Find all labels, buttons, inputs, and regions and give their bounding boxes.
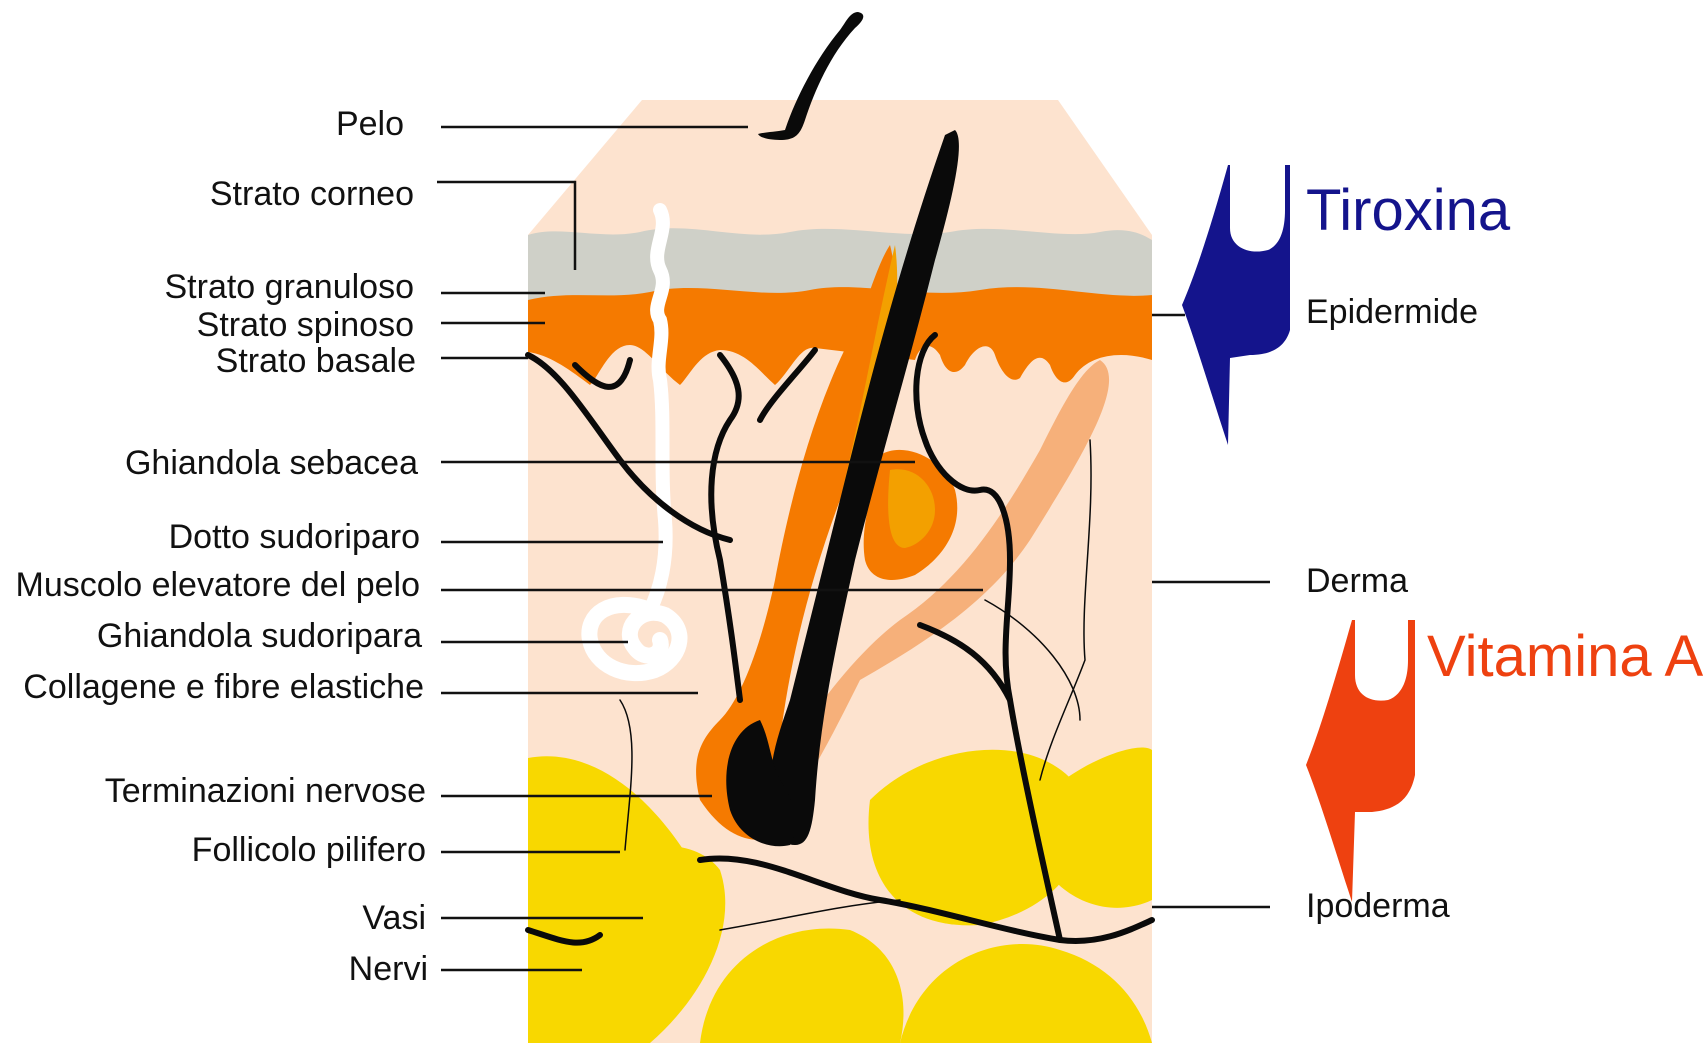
label-follicolo-pilifero: Follicolo pilifero [192, 831, 426, 869]
label-collagene: Collagene e fibre elastiche [23, 668, 424, 706]
left-labels: Pelo Strato corneo Strato granuloso Stra… [16, 105, 428, 988]
label-pelo: Pelo [336, 105, 404, 143]
label-epidermide: Epidermide [1306, 293, 1478, 331]
tiroxina-arrow [1182, 165, 1290, 445]
label-nervi: Nervi [349, 950, 428, 988]
label-strato-granuloso: Strato granuloso [165, 268, 415, 306]
label-ghiandola-sudoripara: Ghiandola sudoripara [97, 617, 422, 655]
label-ghiandola-sebacea: Ghiandola sebacea [125, 444, 418, 482]
label-vasi: Vasi [362, 899, 426, 937]
label-strato-corneo: Strato corneo [210, 175, 414, 213]
label-derma: Derma [1306, 562, 1408, 600]
leader-lines-right [1152, 315, 1270, 907]
vitamina-a-arrow [1306, 620, 1415, 902]
label-dotto-sudoriparo: Dotto sudoriparo [169, 518, 420, 556]
label-tiroxina: Tiroxina [1306, 178, 1511, 243]
label-terminazioni-nervose: Terminazioni nervose [105, 772, 426, 810]
label-strato-spinoso: Strato spinoso [197, 306, 414, 344]
label-vitamina-a: Vitamina A [1427, 624, 1704, 689]
label-strato-basale: Strato basale [216, 342, 416, 380]
label-muscolo-elevatore: Muscolo elevatore del pelo [16, 566, 420, 604]
label-ipoderma: Ipoderma [1306, 887, 1450, 925]
